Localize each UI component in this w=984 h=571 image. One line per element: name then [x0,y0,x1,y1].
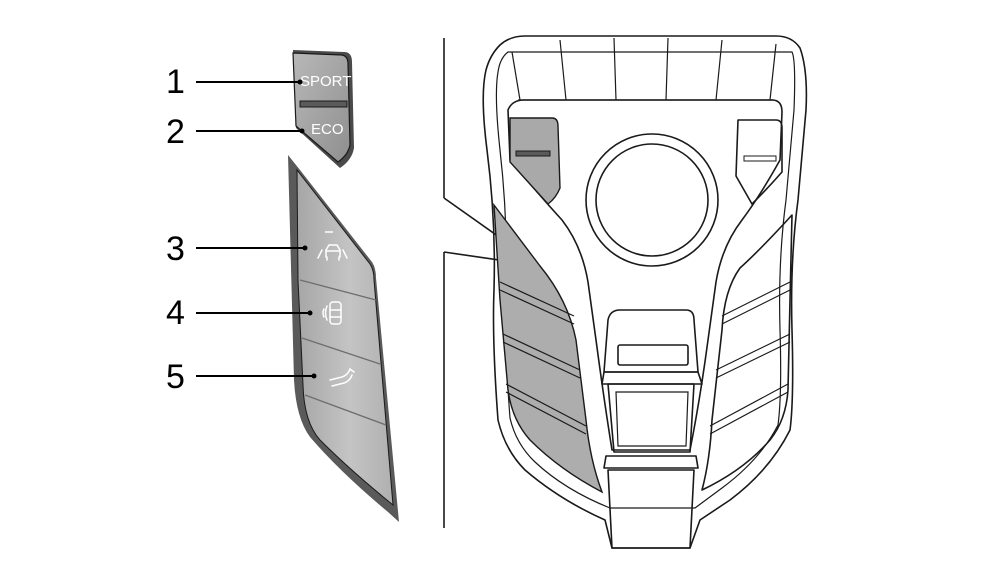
console-inner-shell [495,51,796,509]
console-right-switch [735,119,783,205]
callout-4: 4 [166,294,313,332]
separator-1 [299,279,377,301]
callout-3: 3 [166,230,308,268]
hill-descent-button[interactable] [305,356,377,396]
hill-descent-icon [329,368,355,387]
callout-number-4: 4 [166,294,185,332]
detail-view: SPORT ECO [166,50,399,522]
center-console-overview [482,35,808,549]
console-mode-switch-highlight [509,117,561,205]
callout-1: 1 [166,63,303,101]
parking-sensor-button[interactable] [302,296,372,336]
drive-mode-switch[interactable]: SPORT ECO [292,50,354,168]
callout-number-2: 2 [166,113,185,151]
callout-number-5: 5 [166,358,185,396]
gear-selector [601,309,703,549]
callout-number-3: 3 [166,230,185,268]
console-right-button-bank [701,214,793,491]
callout-5: 5 [166,358,317,396]
parking-sensor-icon [322,301,342,325]
rotary-knob [585,133,719,267]
lane-assist-car-icon [317,244,348,261]
assist-button-strip [288,155,399,522]
eco-label: ECO [311,121,344,138]
separator-3 [304,394,387,426]
callout-number-1: 1 [166,63,185,101]
console-left-button-bank [493,202,604,494]
lane-assist-button[interactable] [300,236,368,276]
switch-divider [299,100,348,108]
console-center-surface [507,99,783,451]
separator-2 [301,337,381,365]
top-vent [511,37,777,101]
sport-label: SPORT [300,73,351,90]
callout-2: 2 [166,113,305,151]
